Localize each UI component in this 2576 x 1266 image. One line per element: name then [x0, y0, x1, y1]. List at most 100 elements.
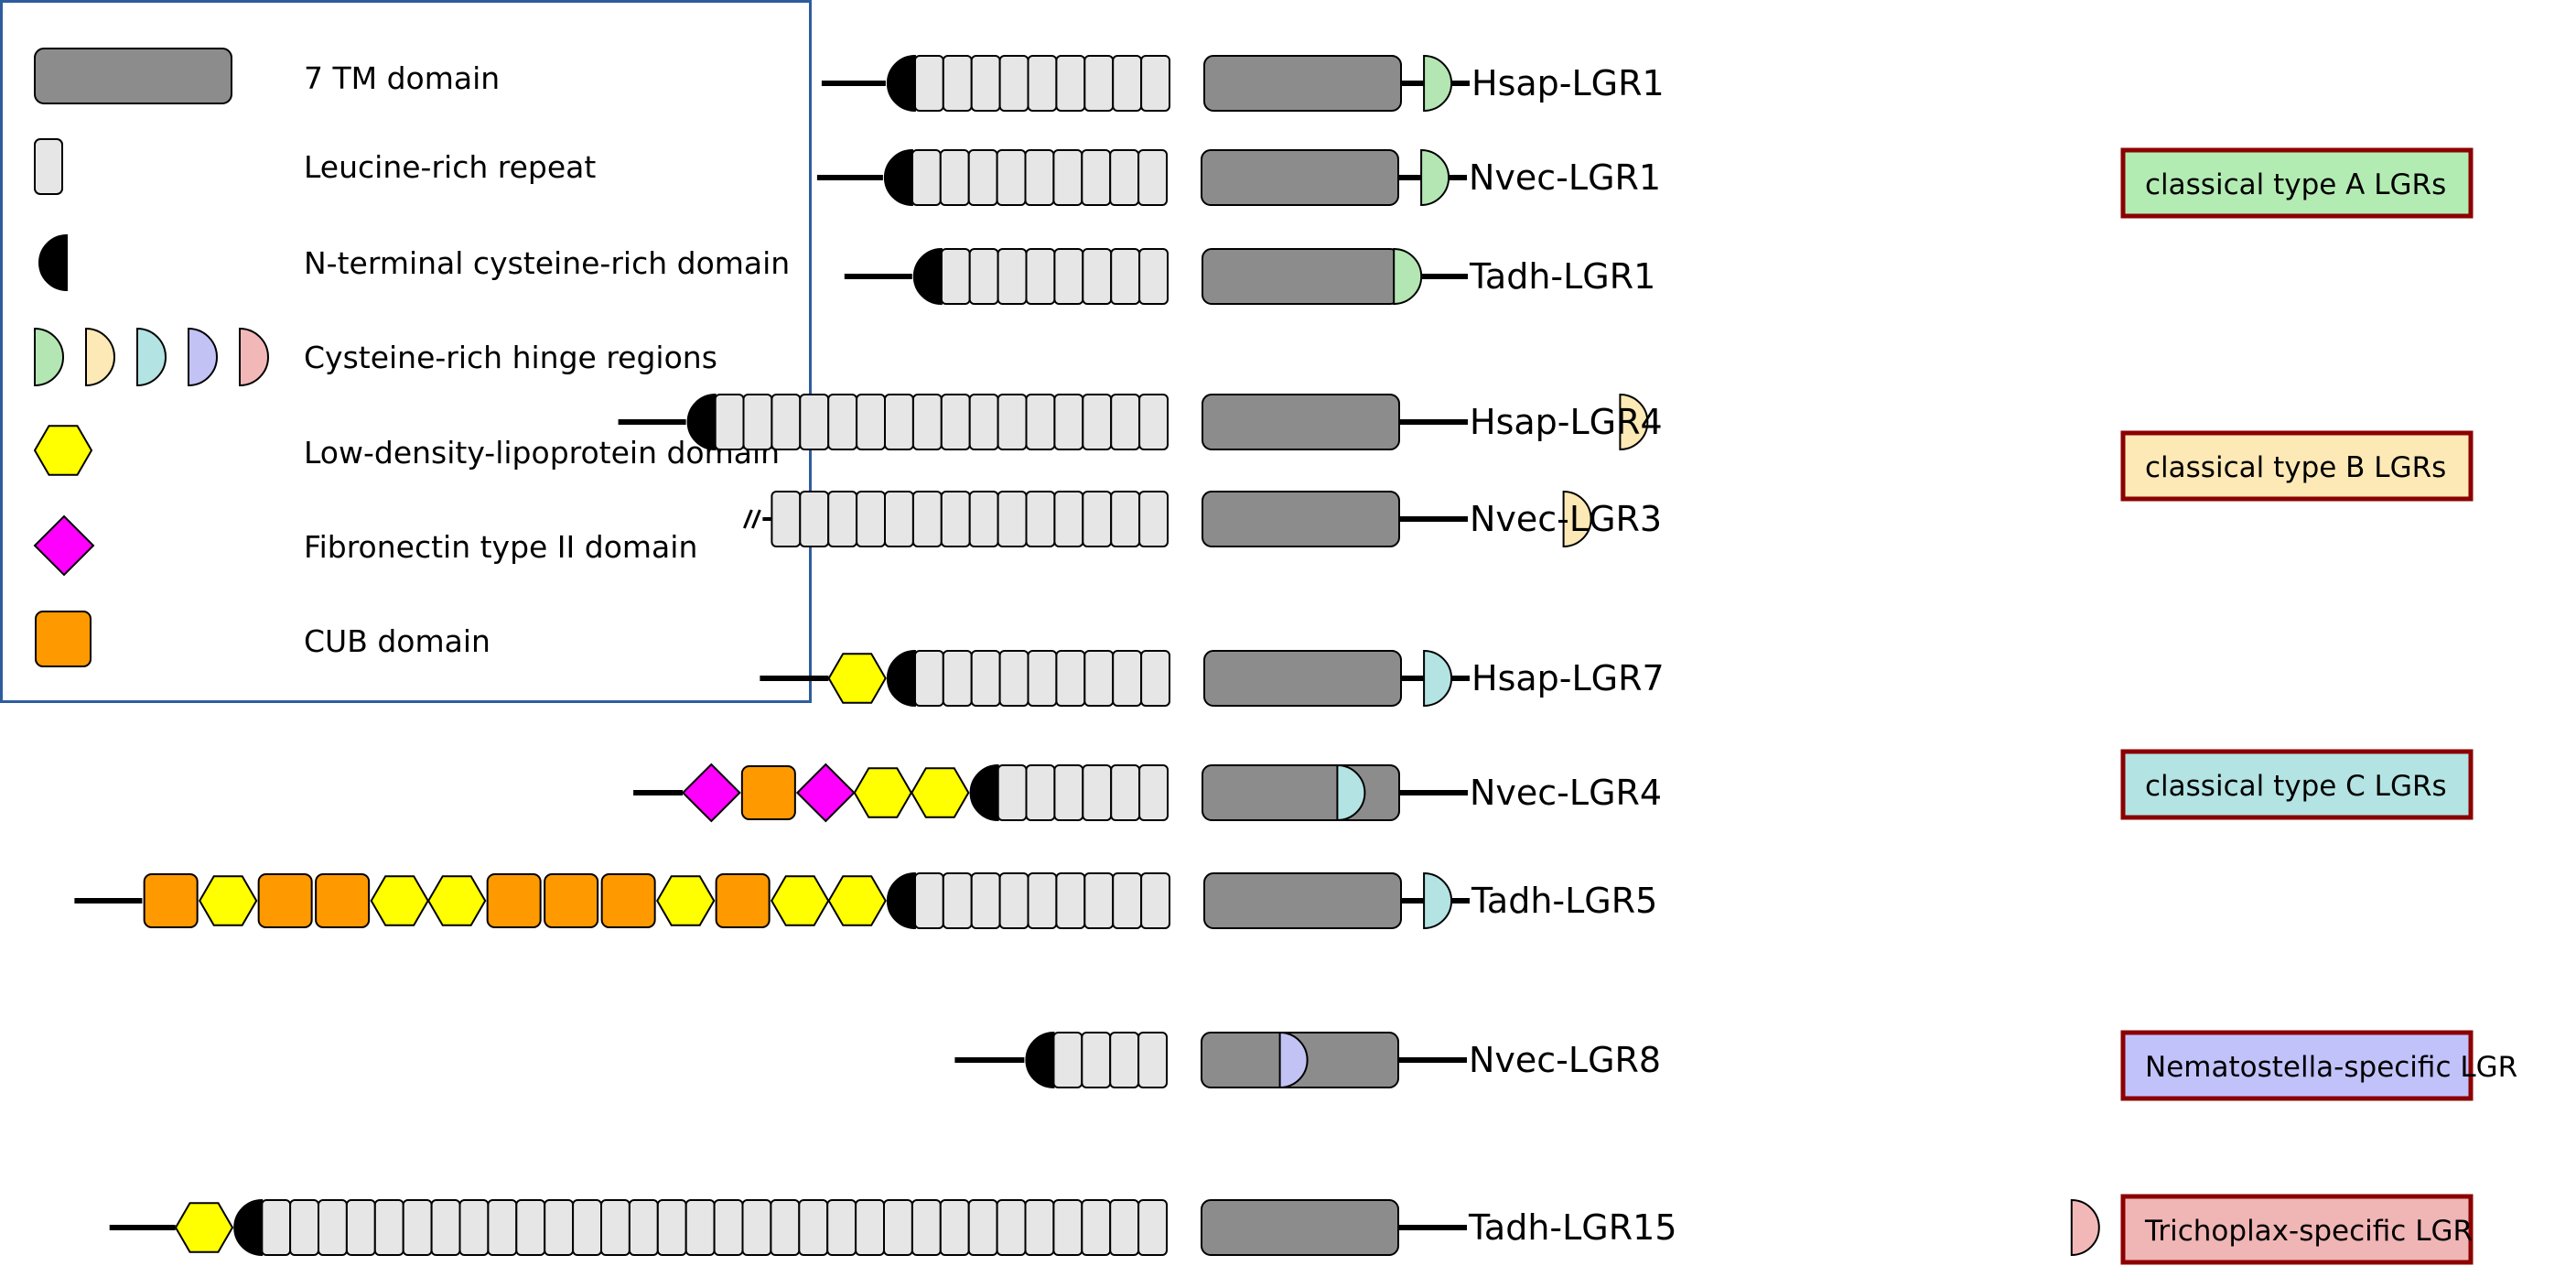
- hinge-region: [1393, 247, 1423, 306]
- lrr-unit: [1082, 764, 1113, 821]
- lrr-unit: [770, 1199, 801, 1256]
- protein-rows: Hsap-LGR1Nvec-LGR1Tadh-LGR1Hsap-LGR4Nvec…: [74, 54, 2100, 1257]
- hinge-region-icon: [239, 327, 269, 387]
- lrr-unit: [742, 394, 773, 450]
- hinge-region: [1562, 490, 1592, 548]
- lrr-icon: [34, 138, 63, 195]
- lrr-unit: [998, 872, 1029, 929]
- lrr-unit: [939, 1199, 970, 1256]
- legend-label-ncap: N-terminal cysteine-rich domain: [304, 245, 790, 281]
- group-label-text: classical type C LGRs: [2145, 770, 2447, 803]
- cub-domain: [544, 873, 599, 928]
- lrr-unit: [1137, 1199, 1168, 1256]
- lrr-unit: [1112, 55, 1143, 112]
- lrr-unit: [1138, 248, 1169, 305]
- lrr-unit: [373, 1199, 404, 1256]
- lrr-unit: [997, 764, 1028, 821]
- lrr-unit: [1027, 872, 1058, 929]
- protein-name-label: Tadh-LGR1: [1469, 256, 1655, 297]
- lrr-unit: [970, 55, 1001, 112]
- lrr-unit: [1081, 1032, 1112, 1088]
- n-terminal-cap: [886, 871, 916, 930]
- n-terminal-cap: [686, 393, 717, 451]
- lrr-unit: [741, 1199, 772, 1256]
- lrr-unit: [1053, 491, 1084, 547]
- protein-nvec-lgr8: Nvec-LGR8: [954, 1031, 1661, 1089]
- lrr-unit: [318, 1199, 348, 1256]
- ldl-domain: [853, 767, 912, 818]
- hinge-region: [1619, 393, 1649, 451]
- lrr-unit: [1024, 149, 1055, 206]
- lrr-unit: [1138, 491, 1169, 547]
- cub-domain: [600, 873, 656, 928]
- protein-hsap-lgr4: Hsap-LGR4: [618, 393, 1663, 451]
- protein-name-label: Nvec-LGR3: [1470, 499, 1662, 539]
- group-label-box: [2120, 147, 2474, 219]
- lrr-unit: [1052, 1199, 1083, 1256]
- hinge-region-icon: [34, 327, 64, 387]
- ldl-domain: [427, 875, 487, 926]
- lrr-unit: [487, 1199, 518, 1256]
- tm-domain: [1203, 872, 1402, 929]
- lrr-unit: [458, 1199, 490, 1256]
- lrr-unit: [968, 394, 999, 450]
- protein-hsap-lgr1: Hsap-LGR1: [821, 54, 1665, 113]
- n-terminal-cap: [1025, 1031, 1055, 1089]
- protein-name-label: Tadh-LGR5: [1471, 881, 1657, 921]
- fibronectin-diamond-icon: [33, 514, 95, 577]
- lrr-unit: [970, 650, 1001, 707]
- lrr-unit: [827, 491, 858, 547]
- lrr-unit: [996, 149, 1027, 206]
- group-label: classical type A LGRs: [2120, 147, 2474, 219]
- group-label-box: [2120, 1030, 2474, 1101]
- legend-label-hinge: Cysteine-rich hinge regions: [304, 340, 717, 375]
- hinge-region-icon: [188, 327, 218, 387]
- lrr-unit: [997, 248, 1028, 305]
- lrr-unit: [1110, 394, 1141, 450]
- ldl-hexagon-icon: [33, 425, 93, 476]
- lrr-unit: [600, 1199, 631, 1256]
- lrr-unit: [913, 872, 944, 929]
- protein-name-label: Nvec-LGR4: [1470, 773, 1662, 813]
- lrr-unit: [1081, 1199, 1112, 1256]
- ldl-domain: [911, 767, 970, 818]
- lrr-unit: [997, 491, 1028, 547]
- lrr-unit: [1082, 394, 1113, 450]
- lrr-unit: [911, 491, 943, 547]
- protein-nvec-lgr4: Nvec-LGR4: [633, 763, 1662, 823]
- tm-domain: [1202, 248, 1400, 305]
- lrr-unit: [1083, 872, 1115, 929]
- lrr-unit: [1112, 872, 1143, 929]
- lrr-unit: [826, 1199, 857, 1256]
- protein-name-label: Tadh-LGR15: [1468, 1207, 1677, 1248]
- truncation-mark: [751, 509, 761, 529]
- tm-domain: [1202, 491, 1400, 547]
- n-terminal-cap: [883, 148, 913, 207]
- protein-name-label: Hsap-LGR1: [1471, 63, 1665, 103]
- lrr-unit: [1082, 491, 1113, 547]
- lrr-unit: [515, 1199, 546, 1256]
- n-terminal-cap: [886, 54, 916, 113]
- legend-label-cub: CUB domain: [304, 623, 490, 659]
- lrr-unit: [1112, 650, 1143, 707]
- lrr-unit: [771, 491, 802, 547]
- lrr-unit: [855, 1199, 885, 1256]
- lrr-unit: [911, 394, 943, 450]
- group-label: classical type C LGRs: [2120, 749, 2474, 820]
- protein-tadh-lgr1: Tadh-LGR1: [844, 247, 1655, 306]
- lrr-unit: [1109, 1032, 1140, 1088]
- lrr-unit: [1137, 149, 1168, 206]
- lrr-unit: [856, 491, 886, 547]
- lrr-unit: [544, 1199, 575, 1256]
- tm-domain: [1201, 149, 1399, 206]
- lrr-unit: [1025, 394, 1056, 450]
- lrr-unit: [942, 55, 973, 112]
- protein-name-label: Nvec-LGR8: [1469, 1040, 1661, 1080]
- group-label-box: [2120, 749, 2474, 820]
- tm-domain: [1203, 55, 1402, 112]
- hinge-region: [1278, 1031, 1309, 1089]
- lrr-unit: [883, 1199, 913, 1256]
- ldl-domain: [827, 875, 887, 926]
- lrr-unit: [1109, 1199, 1140, 1256]
